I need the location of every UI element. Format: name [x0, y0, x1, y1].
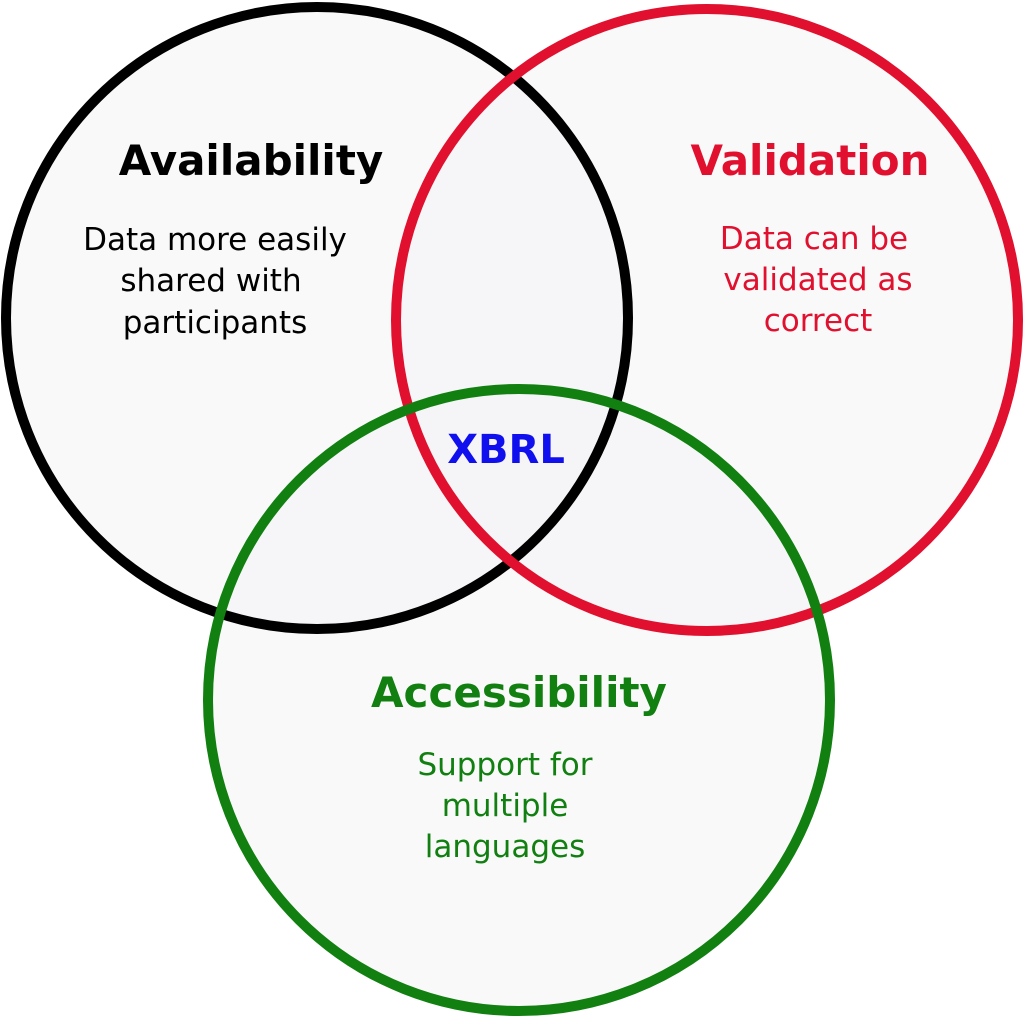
accessibility-description-line-1: Support for — [417, 747, 592, 783]
availability-title: Availability — [119, 136, 384, 185]
validation-description-line-3: correct — [764, 303, 873, 339]
availability-description-line-2: shared with — [120, 263, 301, 299]
availability-description-line-1: Data more easily — [83, 222, 347, 258]
availability-circle — [1, 2, 633, 634]
accessibility-description-line-2: multiple — [442, 788, 569, 824]
validation-circle — [391, 4, 1023, 636]
accessibility-circle-fill — [208, 389, 830, 1011]
validation-title: Validation — [691, 136, 930, 185]
center-label: XBRL — [447, 427, 565, 473]
accessibility-description-line-3: languages — [425, 829, 585, 865]
validation-description-line-1: Data can be — [720, 221, 908, 257]
availability-description-line-3: participants — [123, 305, 307, 341]
accessibility-title: Accessibility — [371, 668, 667, 717]
accessibility-circle — [203, 384, 835, 1016]
validation-description-line-2: validated as — [723, 262, 912, 298]
